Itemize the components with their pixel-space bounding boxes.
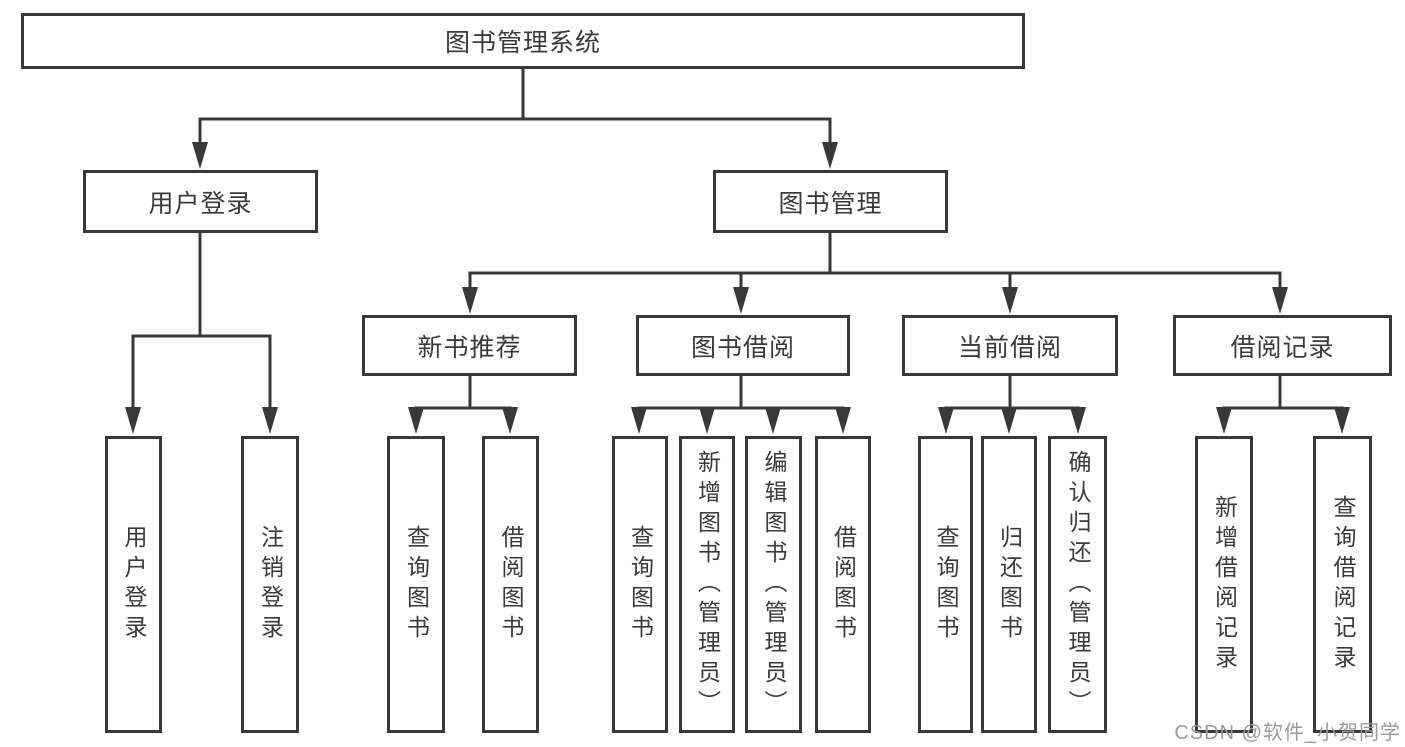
leaf-user-login-label: 用户登录 [121,524,147,645]
leaf-query-borrow-record-label: 查询借阅记录 [1330,494,1356,675]
node-book-management-label: 图书管理 [778,189,883,218]
node-new-book-recommend-label: 新书推荐 [417,333,522,362]
leaf-query-books-current: 查询图书 [918,436,973,733]
leaf-confirm-return-admin: 确认归还（管理员） [1048,436,1107,733]
node-root: 图书管理系统 [21,13,1025,69]
leaf-borrow-books-recommend: 借阅图书 [482,436,539,733]
leaf-confirm-return-admin-label: 确认归还（管理员） [1065,449,1091,720]
node-borrow-records-label: 借阅记录 [1230,333,1335,362]
leaf-borrow-books: 借阅图书 [815,436,871,733]
leaf-borrow-books-label: 借阅图书 [830,524,857,645]
leaf-add-borrow-record-label: 新增借阅记录 [1211,494,1238,675]
node-book-borrow: 图书借阅 [636,315,850,376]
leaf-query-books-recommend-label: 查询图书 [403,524,430,645]
leaf-add-book-admin-label: 新增图书（管理员） [694,449,721,720]
node-new-book-recommend: 新书推荐 [362,315,577,376]
node-current-borrow: 当前借阅 [902,315,1118,376]
leaf-borrow-books-recommend-label: 借阅图书 [498,524,524,645]
node-current-borrow-label: 当前借阅 [957,333,1062,362]
node-user-login: 用户登录 [83,170,318,233]
node-user-login-label: 用户登录 [148,189,253,218]
leaf-query-books-recommend: 查询图书 [387,436,445,733]
leaf-return-book-label: 归还图书 [996,524,1023,645]
leaf-edit-book-admin-label: 编辑图书（管理员） [761,449,787,720]
leaf-add-book-admin: 新增图书（管理员） [679,436,735,733]
leaf-query-books-current-label: 查询图书 [933,524,959,645]
csdn-watermark: CSDN @软件_小贺同学 [1174,722,1401,744]
leaf-query-books-borrow: 查询图书 [612,436,668,733]
leaf-return-book: 归还图书 [981,436,1037,733]
leaf-add-borrow-record: 新增借阅记录 [1195,436,1253,733]
node-book-management: 图书管理 [713,170,948,233]
leaf-user-login: 用户登录 [105,436,162,733]
node-root-label: 图书管理系统 [444,29,601,57]
leaf-logout-login: 注销登录 [241,436,299,733]
leaf-query-borrow-record: 查询借阅记录 [1313,436,1372,733]
node-book-borrow-label: 图书借阅 [690,333,795,362]
leaf-query-books-borrow-label: 查询图书 [627,524,654,645]
leaf-logout-login-label: 注销登录 [257,524,284,645]
node-borrow-records: 借阅记录 [1173,315,1392,376]
leaf-edit-book-admin: 编辑图书（管理员） [745,436,802,733]
